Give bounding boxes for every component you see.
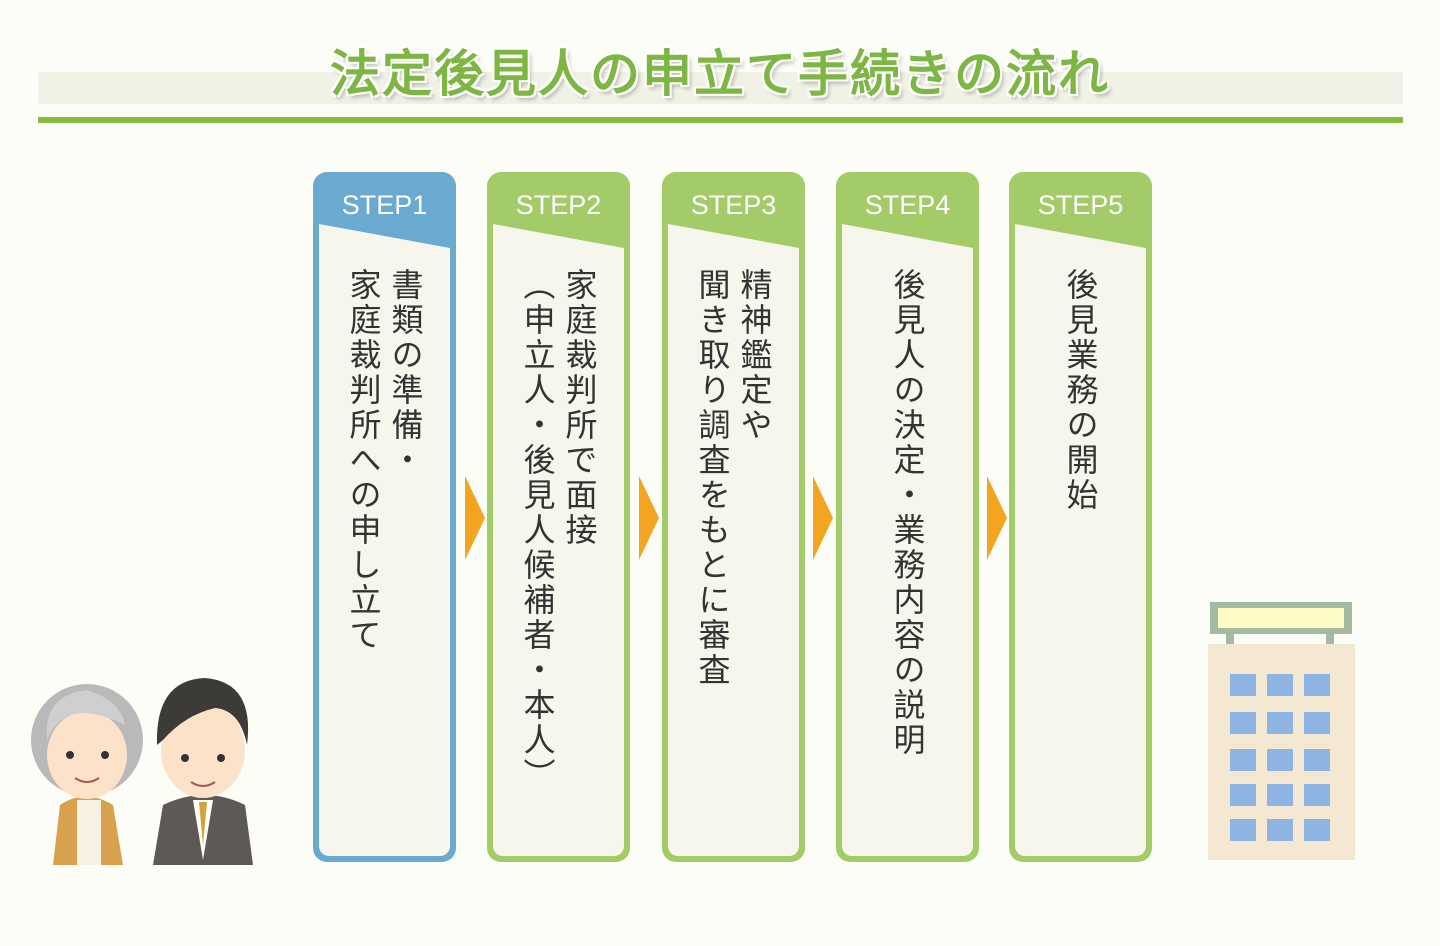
- step-panel: [668, 224, 799, 856]
- step-card-1: STEP1 書類の準備・ 家庭裁判所への申し立て: [313, 172, 456, 862]
- step-label: STEP1: [341, 190, 428, 220]
- title-band: [38, 72, 1403, 104]
- people-illustration: [31, 678, 253, 865]
- step-label: STEP2: [515, 190, 602, 220]
- step-panel: [319, 224, 450, 856]
- arrow-right-icon: [639, 476, 659, 560]
- step-text: 精神鑑定や 聞き取り調査をもとに審査: [693, 268, 774, 688]
- step-label: STEP4: [864, 190, 951, 220]
- step-panel: [1015, 224, 1146, 856]
- step-text: 書類の準備・ 家庭裁判所への申し立て: [344, 268, 425, 653]
- step-label: STEP3: [690, 190, 777, 220]
- step-text: 後見業務の開始: [1061, 268, 1100, 513]
- court-building-icon: [1208, 602, 1355, 860]
- step-card-4: STEP4 後見人の決定・業務内容の説明: [836, 172, 979, 862]
- arrow-right-icon: [987, 476, 1007, 560]
- step-text: 後見人の決定・業務内容の説明: [888, 268, 927, 758]
- title-underline: [38, 117, 1403, 123]
- arrow-right-icon: [465, 476, 485, 560]
- step-text: 家庭裁判所で面接 （申立人・後見人候補者・本人）: [518, 268, 599, 793]
- elderly-woman-icon: [31, 684, 143, 865]
- page-title: 法定後見人の申立て手続きの流れ: [330, 45, 1110, 103]
- step-card-5: STEP5 後見業務の開始: [1009, 172, 1152, 862]
- step-card-2: STEP2 家庭裁判所で面接 （申立人・後見人候補者・本人）: [487, 172, 630, 862]
- step-label: STEP5: [1037, 190, 1124, 220]
- step-card-3: STEP3 精神鑑定や 聞き取り調査をもとに審査: [662, 172, 805, 862]
- businessman-icon: [153, 678, 253, 865]
- arrow-right-icon: [813, 476, 833, 560]
- step-panel: [493, 224, 624, 856]
- step-panel: [842, 224, 973, 856]
